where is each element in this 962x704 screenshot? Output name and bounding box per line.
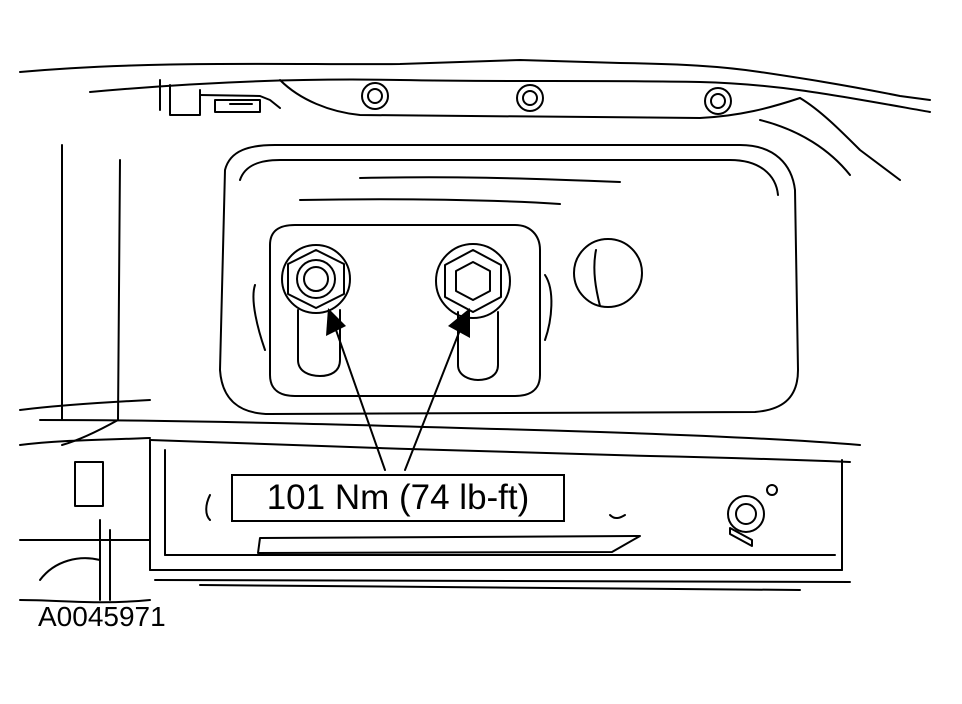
pad-access-hole: [573, 238, 643, 308]
left-hex-nut: [281, 244, 351, 314]
adjustment-slots: [297, 309, 499, 381]
torque-callout-box: 101 Nm (74 lb-ft): [231, 474, 565, 522]
bracket-side-bolt: [727, 484, 778, 547]
upper-flange-bolts: [361, 82, 732, 115]
callout-leaders: [335, 329, 461, 471]
right-arrow-head: [448, 308, 470, 338]
lower-frame: [19, 539, 151, 604]
right-hex-nut: [435, 243, 511, 319]
left-frame-rail: [19, 144, 151, 601]
figure-id-label: A0045971: [38, 601, 166, 632]
bolt-plate: [252, 224, 553, 397]
left-tab: [74, 461, 104, 507]
left-arrow-head: [326, 308, 346, 336]
upper-housing-outline: [19, 59, 931, 181]
mount-pad: [219, 144, 799, 415]
crossmember-bracket: [39, 419, 861, 591]
